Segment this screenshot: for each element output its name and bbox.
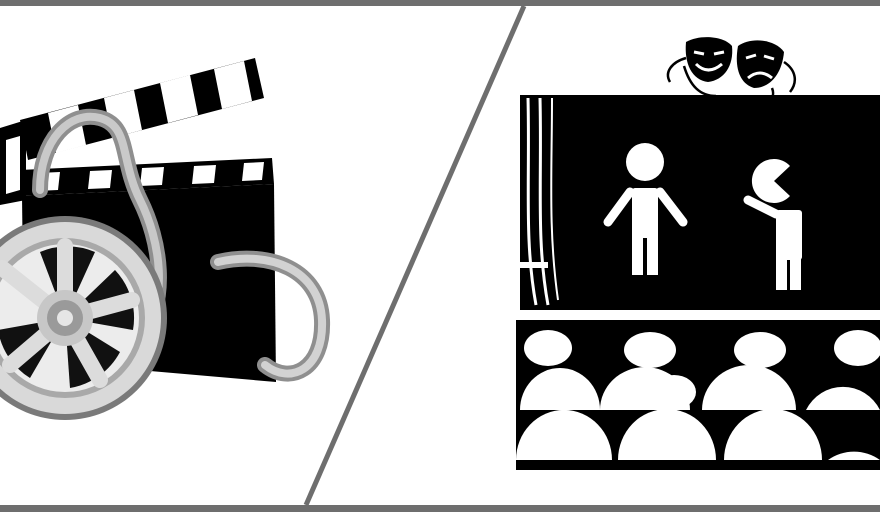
diagonal-divider (303, 4, 527, 507)
film-panel (0, 58, 331, 420)
audience (516, 320, 880, 505)
audience-row-3 (516, 408, 880, 460)
audience-floor (516, 470, 880, 505)
audience-row-1 (524, 330, 880, 368)
clapper-hinge-highlight (6, 136, 20, 194)
theater-masks-icon (666, 37, 797, 103)
top-border (0, 0, 880, 6)
theater-panel (516, 37, 880, 505)
actor-standing-icon (603, 143, 688, 275)
film-strip (32, 108, 331, 382)
curtain-left (518, 95, 565, 310)
bottom-border (0, 505, 880, 512)
stage-backdrop (548, 95, 880, 310)
audience-row-2 (520, 365, 880, 410)
film-reel-icon (0, 216, 167, 420)
actor-speaking-icon (743, 159, 802, 290)
stage-floor (516, 310, 880, 320)
